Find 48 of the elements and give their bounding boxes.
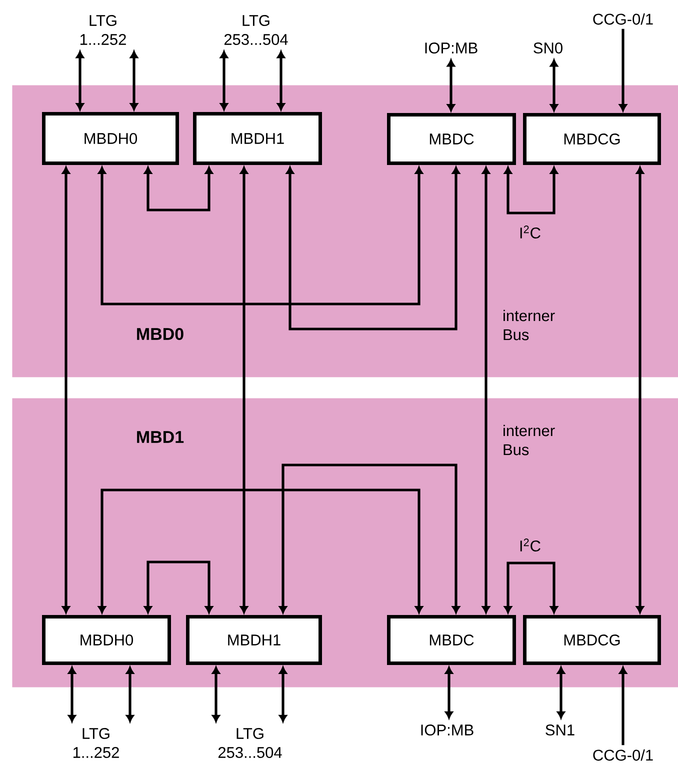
arrow [279, 464, 460, 614]
bus-label: interner Bus [504, 424, 555, 456]
module-box: MBDH1 [193, 112, 322, 165]
arrow [636, 166, 644, 614]
arrow [98, 488, 423, 614]
arrow [68, 666, 76, 722]
module-box: MBDC [387, 615, 516, 665]
port-label: CCG-0/1 [593, 13, 653, 25]
module-box: MBDH0 [42, 112, 179, 165]
arrow [212, 666, 220, 722]
module-box: MBDC [387, 113, 516, 165]
edge-label: I$^{2}$C [518, 538, 542, 552]
arrow [504, 166, 558, 214]
arrow [220, 50, 228, 110]
module-box: MBDCG [523, 615, 661, 665]
arrow [445, 666, 453, 719]
arrow [482, 166, 490, 614]
arrow [550, 59, 558, 112]
port-label: LTG 253...504 [218, 728, 282, 758]
module-box: MBDH0 [42, 615, 171, 665]
arrow [619, 666, 627, 746]
arrow [557, 666, 565, 719]
arrow [62, 166, 70, 614]
port-label: LTG 1...252 [73, 728, 119, 758]
arrow [76, 50, 84, 110]
edge-label: I$^{2}$C [518, 224, 542, 240]
arrow [286, 166, 460, 330]
arrow [619, 28, 627, 112]
arrow [279, 666, 287, 722]
arrow [130, 50, 138, 110]
arrow [126, 666, 134, 722]
arrow [98, 166, 423, 306]
arrow [144, 166, 213, 212]
bus-label: interner Bus [504, 310, 555, 340]
arrow [240, 166, 248, 614]
port-label: SN0 [534, 42, 562, 54]
arrow [144, 560, 213, 614]
port-label: IOP:MB [421, 724, 474, 736]
port-label: LTG 253...504 [224, 15, 288, 45]
port-label: LTG 1...252 [80, 15, 126, 45]
module-box: MBDCG [523, 113, 661, 165]
port-label: CCG-0/1 [593, 749, 653, 761]
module-box: MBDH1 [186, 615, 322, 665]
port-label: IOP:MB [425, 42, 478, 54]
arrow [504, 562, 558, 614]
port-label: SN1 [546, 724, 574, 736]
arrow [277, 50, 285, 110]
arrow [447, 59, 455, 112]
